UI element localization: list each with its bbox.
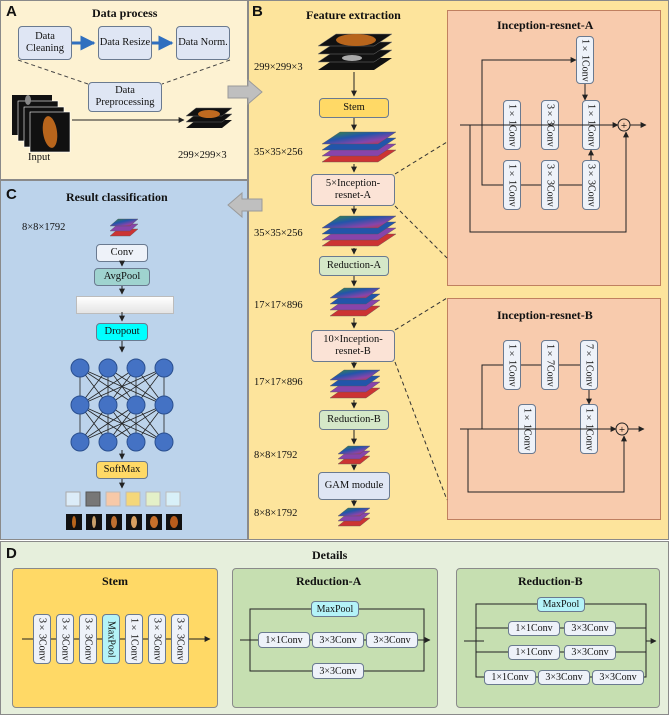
size-label-incep-b: 17×17×896: [254, 377, 303, 388]
data-preprocessing-box: Data Preprocessing: [88, 82, 162, 112]
panel-b-title: Feature extraction: [306, 8, 401, 22]
red-a-maxpool: MaxPool: [311, 601, 359, 617]
panel-b-letter: B: [252, 3, 263, 20]
size-label-stem: 35×35×256: [254, 147, 303, 158]
stem-detail-title: Stem: [102, 574, 128, 588]
panel-c: [0, 180, 248, 540]
conv-b-7x1: 7×1Conv: [580, 340, 598, 390]
softmax-layer-box: SoftMax: [96, 461, 148, 479]
red-b-r3-conv-3: 3×3Conv: [592, 670, 644, 685]
inception-b-title: Inception-resnet-B: [497, 308, 593, 322]
red-a-conv-bottom: 3×3Conv: [312, 663, 364, 679]
conv-a-top-1x1: 1×1Conv: [576, 36, 594, 84]
reduction-b-stage-box: Reduction-B: [319, 410, 389, 430]
panel-d-title: Details: [312, 548, 348, 562]
stem-conv-7: 3×3Conv: [171, 614, 189, 664]
reduction-b-detail-title: Reduction-B: [518, 574, 583, 588]
panel-d-letter: D: [6, 545, 17, 562]
reduction-a-detail-title: Reduction-A: [296, 574, 362, 588]
red-b-r2-conv-1: 1×1Conv: [508, 645, 560, 660]
red-a-conv-3: 3×3Conv: [366, 632, 418, 648]
size-label-incep-a: 35×35×256: [254, 228, 303, 239]
panel-a-letter: A: [6, 3, 17, 20]
conv-b-1x1-top: 1×1Conv: [503, 340, 521, 390]
stem-maxpool: MaxPool: [102, 614, 120, 664]
red-a-conv-2: 3×3Conv: [312, 632, 364, 648]
panel-c-title: Result classification: [66, 190, 168, 204]
red-b-r1-conv-1: 1×1Conv: [508, 621, 560, 636]
stem-conv-5: 1×1Conv: [125, 614, 143, 664]
panel-c-size-label: 8×8×1792: [22, 222, 66, 233]
red-b-r3-conv-2: 3×3Conv: [538, 670, 590, 685]
conv-b-1x1-merge: 1×1Conv: [580, 404, 598, 454]
conv-b-1x1-mid: 1×1Conv: [518, 404, 536, 454]
data-norm-box: Data Norm.: [176, 26, 230, 60]
gam-module-box: GAM module: [318, 472, 390, 500]
conv-a-bot-1x1: 1×1Conv: [503, 160, 521, 210]
data-resize-box: Data Resize: [98, 26, 152, 60]
stem-conv-3: 3×3Conv: [79, 614, 97, 664]
inception-a-title: Inception-resnet-A: [497, 18, 594, 32]
reduction-a-stage-box: Reduction-A: [319, 256, 389, 276]
conv-a-mid-3x3: 3×3Conv: [541, 100, 559, 150]
reduction-b-detail-panel: [456, 568, 660, 708]
output-size-label: 299×299×3: [178, 150, 227, 161]
panel-c-letter: C: [6, 186, 17, 203]
stem-conv-1: 3×3Conv: [33, 614, 51, 664]
conv-a-bot-3x3-2: 3×3Conv: [582, 160, 600, 210]
red-b-maxpool: MaxPool: [537, 597, 585, 612]
conv-a-bot-3x3-1: 3×3Conv: [541, 160, 559, 210]
red-a-conv-1: 1×1Conv: [258, 632, 310, 648]
red-b-r2-conv-2: 3×3Conv: [564, 645, 616, 660]
data-cleaning-box: Data Cleaning: [18, 26, 72, 60]
stem-conv-6: 3×3Conv: [148, 614, 166, 664]
stem-conv-2: 3×3Conv: [56, 614, 74, 664]
panel-a-title: Data process: [92, 6, 158, 20]
dropout-layer-box: Dropout: [96, 323, 148, 341]
inception-a-stage-box: 5×Inception-resnet-A: [311, 174, 395, 206]
size-label-red-a: 17×17×896: [254, 300, 303, 311]
conv-layer-box: Conv: [96, 244, 148, 262]
conv-a-mid-1x1: 1×1Conv: [503, 100, 521, 150]
stem-stage-box: Stem: [319, 98, 389, 118]
size-label-input: 299×299×3: [254, 62, 303, 73]
inception-b-panel: [447, 298, 661, 520]
red-b-r3-conv-1: 1×1Conv: [484, 670, 536, 685]
feature-vector-bar: [76, 296, 174, 314]
size-label-gam: 8×8×1792: [254, 508, 298, 519]
input-label: Input: [28, 152, 51, 163]
avgpool-layer-box: AvgPool: [94, 268, 150, 286]
conv-b-1x7: 1×7Conv: [541, 340, 559, 390]
size-label-red-b: 8×8×1792: [254, 450, 298, 461]
red-b-r1-conv-2: 3×3Conv: [564, 621, 616, 636]
inception-b-stage-box: 10×Inception-resnet-B: [311, 330, 395, 362]
conv-a-merge-1x1: 1×1Conv: [582, 100, 600, 150]
